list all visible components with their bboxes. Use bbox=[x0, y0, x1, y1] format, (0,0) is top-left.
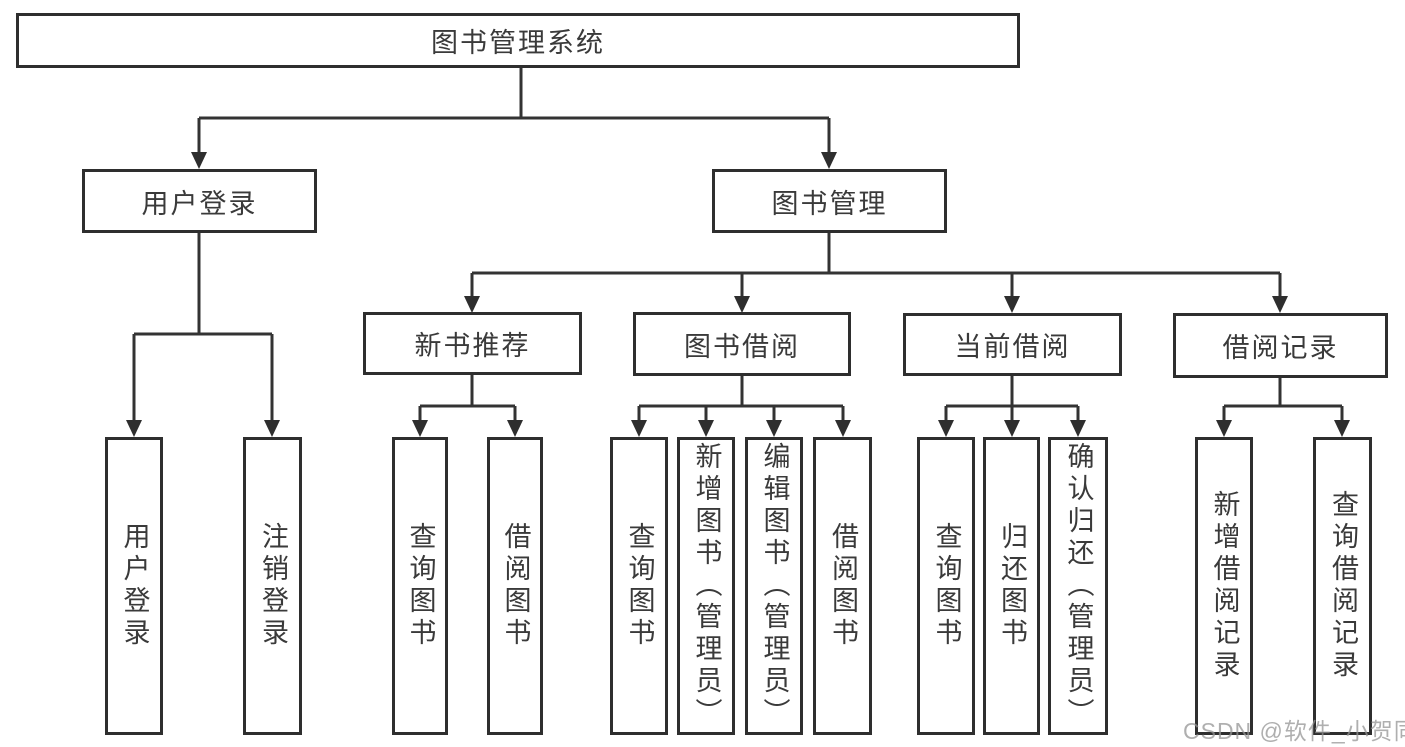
leaf-borrow-books-recommend: 借阅图书 bbox=[487, 437, 543, 735]
leaf-borrow-books-2-label: 借阅图书 bbox=[828, 522, 858, 650]
leaf-edit-book-admin-label: 编辑图书（管理员） bbox=[759, 442, 790, 730]
leaf-query-books-borrow: 查询图书 bbox=[610, 437, 668, 735]
node-new-book-recommend-label: 新书推荐 bbox=[414, 331, 531, 361]
leaf-user-login-label: 用户登录 bbox=[119, 522, 150, 650]
node-book-borrow: 图书借阅 bbox=[633, 312, 851, 376]
node-borrow-records: 借阅记录 bbox=[1173, 313, 1388, 378]
csdn-watermark: CSDN @软件_小贺同学 bbox=[1183, 718, 1405, 744]
leaf-return-books-label: 归还图书 bbox=[997, 522, 1027, 650]
leaf-add-book-admin-label: 新增图书（管理员） bbox=[691, 442, 722, 730]
leaf-return-books: 归还图书 bbox=[983, 437, 1040, 735]
leaf-borrow-books-2: 借阅图书 bbox=[813, 437, 872, 735]
leaf-add-book-admin: 新增图书（管理员） bbox=[677, 437, 735, 735]
leaf-edit-book-admin: 编辑图书（管理员） bbox=[745, 437, 803, 735]
node-book-management-label: 图书管理 bbox=[771, 188, 888, 219]
leaf-borrow-books-recommend-label: 借阅图书 bbox=[500, 522, 531, 650]
leaf-logout-label: 注销登录 bbox=[258, 522, 288, 650]
leaf-query-books-recommend: 查询图书 bbox=[392, 437, 448, 735]
leaf-query-books-current: 查询图书 bbox=[917, 437, 975, 735]
leaf-add-borrow-record: 新增借阅记录 bbox=[1195, 437, 1253, 735]
node-user-login-label: 用户登录 bbox=[141, 188, 258, 219]
node-current-borrow-label: 当前借阅 bbox=[954, 332, 1071, 362]
leaf-confirm-return-admin: 确认归还（管理员） bbox=[1048, 437, 1108, 735]
node-current-borrow: 当前借阅 bbox=[903, 313, 1122, 376]
leaf-query-books-recommend-label: 查询图书 bbox=[405, 522, 436, 650]
leaf-query-books-current-label: 查询图书 bbox=[931, 522, 962, 650]
node-root: 图书管理系统 bbox=[16, 13, 1020, 68]
node-borrow-records-label: 借阅记录 bbox=[1222, 333, 1339, 363]
node-book-management: 图书管理 bbox=[712, 169, 947, 233]
leaf-query-borrow-record-label: 查询借阅记录 bbox=[1328, 490, 1358, 682]
node-root-label: 图书管理系统 bbox=[431, 28, 605, 58]
node-new-book-recommend: 新书推荐 bbox=[363, 312, 582, 375]
node-user-login: 用户登录 bbox=[82, 169, 317, 233]
leaf-add-borrow-record-label: 新增借阅记录 bbox=[1209, 490, 1240, 682]
leaf-query-books-borrow-label: 查询图书 bbox=[624, 522, 655, 650]
leaf-user-login: 用户登录 bbox=[105, 437, 163, 735]
node-book-borrow-label: 图书借阅 bbox=[684, 331, 800, 362]
leaf-query-borrow-record: 查询借阅记录 bbox=[1313, 437, 1372, 735]
leaf-logout: 注销登录 bbox=[243, 437, 302, 735]
leaf-confirm-return-admin-label: 确认归还（管理员） bbox=[1063, 442, 1094, 730]
